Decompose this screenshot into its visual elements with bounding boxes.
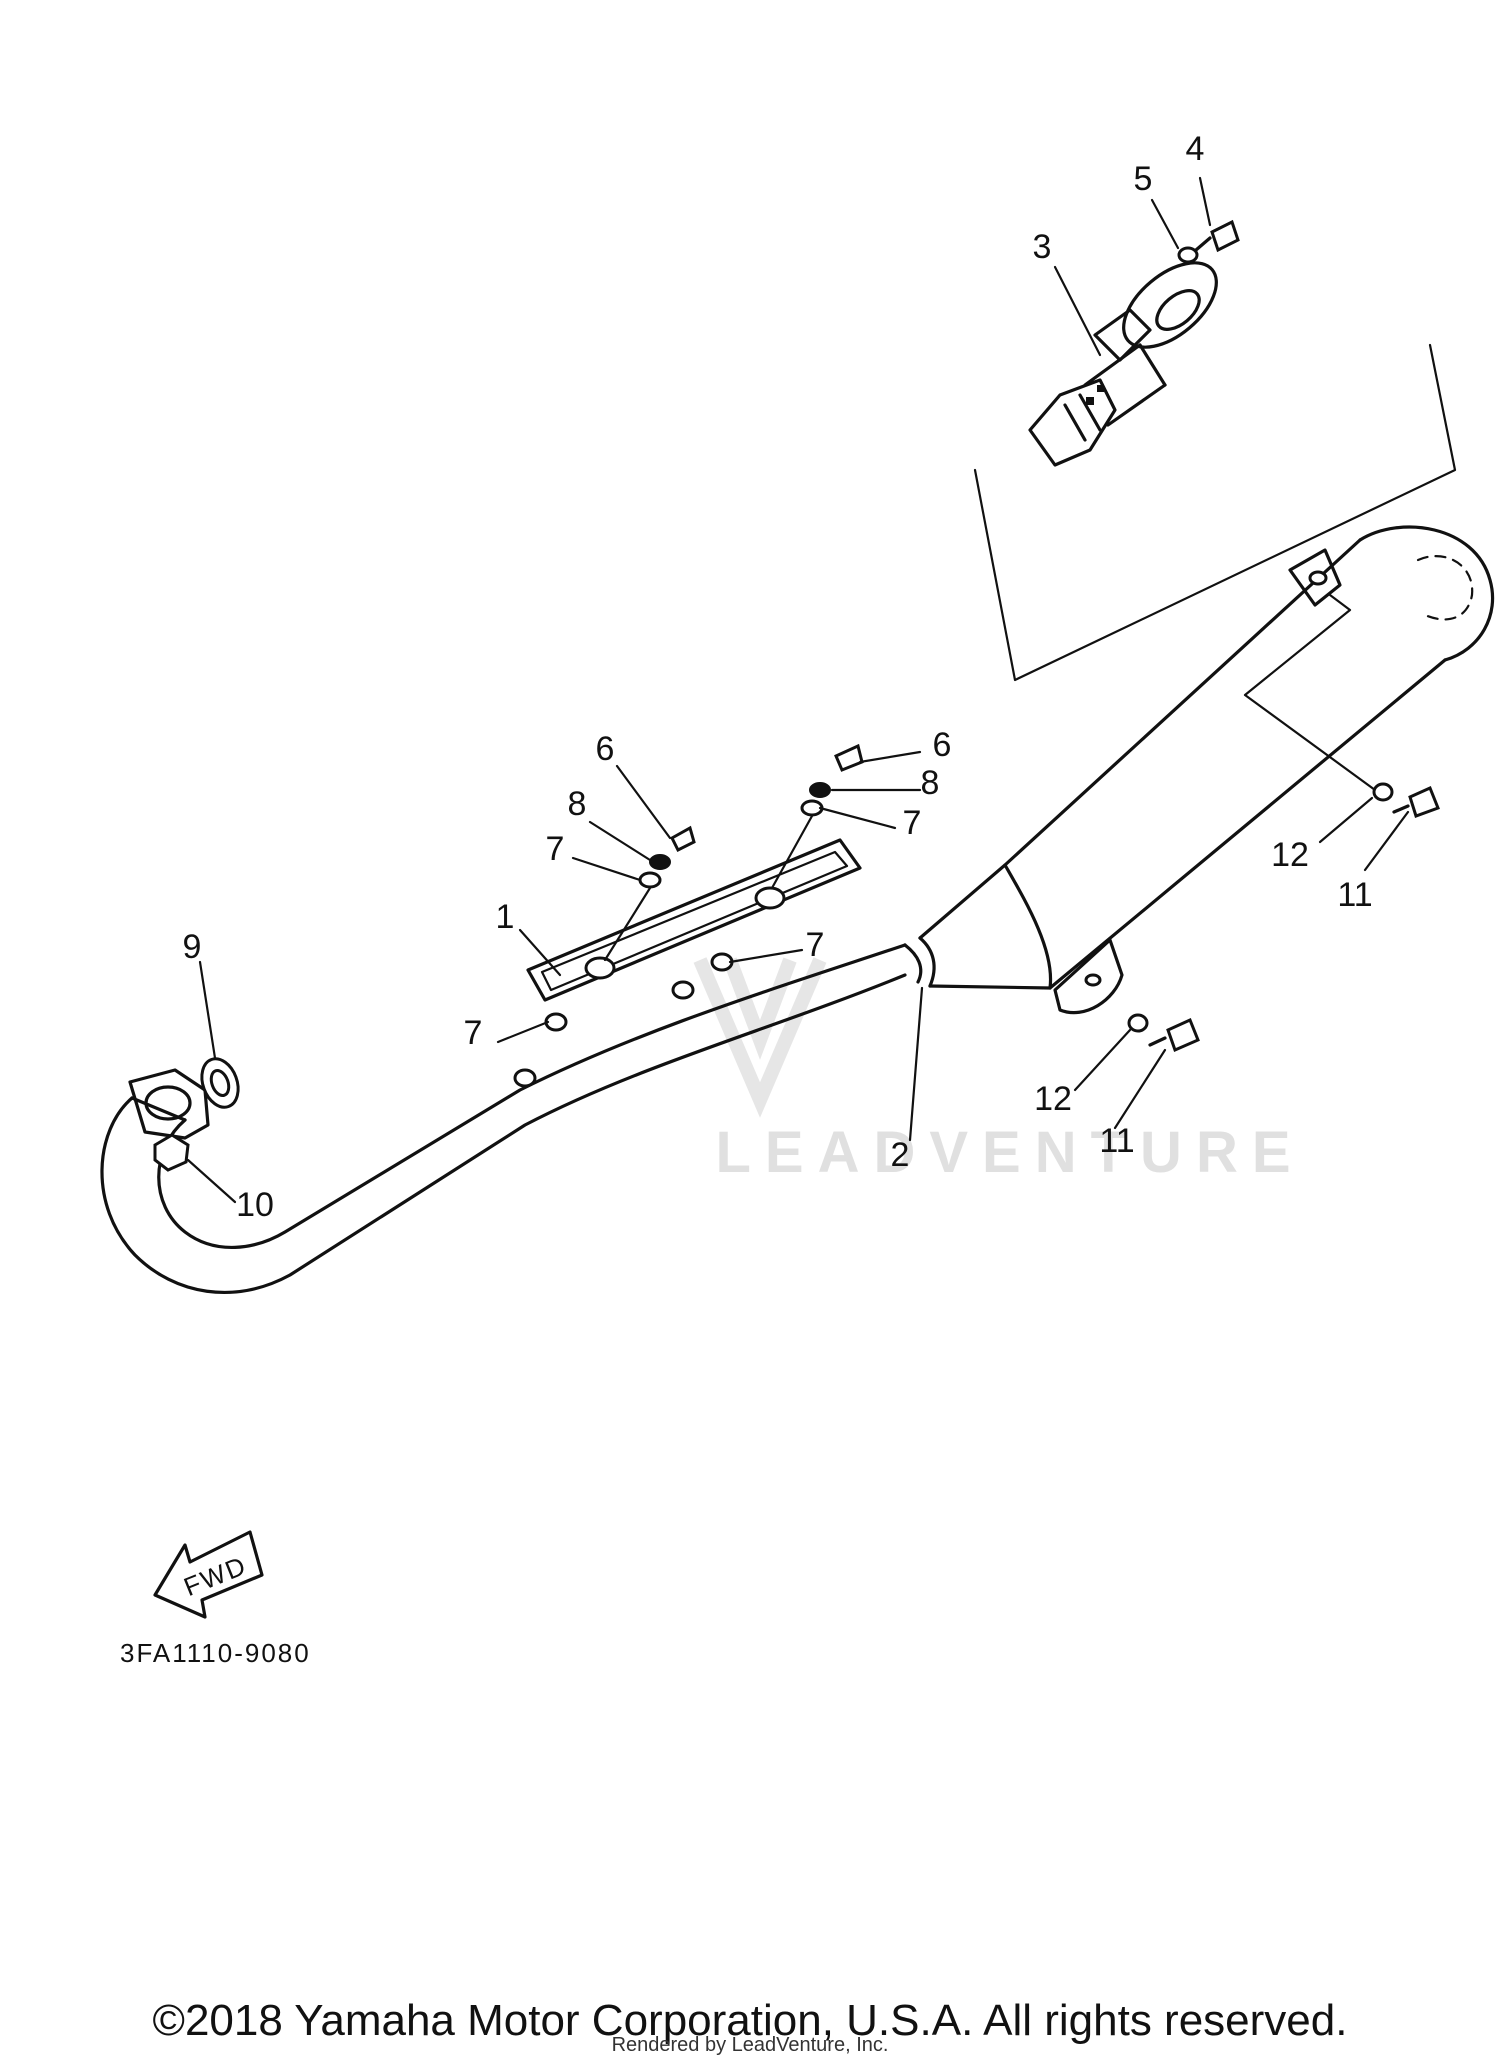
callout-leaders	[186, 176, 1410, 1204]
callout-10: 10	[236, 1186, 274, 1224]
spark-arrester	[973, 261, 1457, 682]
diagram-code: 3FA1110-9080	[120, 1638, 311, 1668]
callout-2: 2	[891, 1136, 910, 1174]
callout-8b: 8	[921, 764, 940, 802]
callout-9: 9	[183, 928, 202, 966]
muffler	[918, 525, 1495, 1015]
forward-arrow-icon: FWD	[153, 1530, 264, 1619]
callout-5: 5	[1134, 160, 1153, 198]
callout-7d: 7	[464, 1014, 483, 1052]
callout-7c: 7	[806, 926, 825, 964]
callout-3: 3	[1033, 228, 1052, 266]
callout-12b: 12	[1271, 836, 1309, 874]
callout-7b: 7	[903, 804, 922, 842]
callout-8a: 8	[568, 785, 587, 823]
callout-11a: 11	[1099, 1122, 1134, 1160]
copyright-notice: ©2018 Yamaha Motor Corporation, U.S.A. A…	[152, 1996, 1348, 2045]
exhaust-pipe	[100, 936, 936, 1294]
callout-6a: 6	[596, 730, 615, 768]
callout-1: 1	[496, 898, 515, 936]
rendered-by-credit: Rendered by LeadVenture, Inc.	[611, 2034, 889, 2056]
callout-labels: 4 5 3 6 6 8 8 7 7 7 7 1 9 10 2 12 11 12 …	[183, 130, 1373, 1224]
callout-4: 4	[1186, 130, 1205, 168]
watermark-text: LEADVENTURE	[715, 1120, 1304, 1185]
callout-6b: 6	[933, 726, 952, 764]
watermark: LEADVENTURE	[693, 957, 1304, 1185]
heat-protector	[526, 838, 862, 1002]
callout-11b: 11	[1337, 876, 1372, 914]
callout-12a: 12	[1034, 1080, 1072, 1118]
callout-7a: 7	[546, 830, 565, 868]
